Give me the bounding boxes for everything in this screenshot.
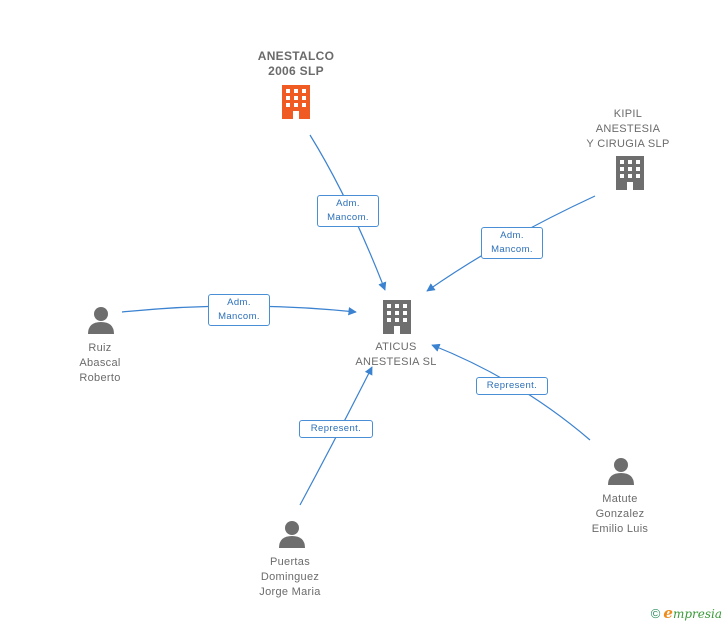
building-icon bbox=[282, 85, 310, 119]
node-label-anestalco: ANESTALCO 2006 SLP bbox=[257, 49, 335, 78]
building-icon bbox=[616, 156, 644, 190]
node-label-matute: Matute Gonzalez Emilio Luis bbox=[591, 493, 649, 535]
edge-label-matute[interactable]: Represent. bbox=[476, 377, 548, 395]
person-icon bbox=[279, 521, 305, 548]
empresia-logo: empresia bbox=[663, 604, 722, 622]
brand-footer: © empresia bbox=[651, 604, 722, 622]
node-label-kipil: KIPIL ANESTESIA Y CIRUGIA SLP bbox=[586, 108, 670, 150]
edge-label-anestalco[interactable]: Adm. Mancom. bbox=[317, 195, 379, 227]
building-icon bbox=[383, 300, 411, 334]
edge-label-ruiz[interactable]: Adm. Mancom. bbox=[208, 294, 270, 326]
person-icon bbox=[88, 307, 114, 334]
edge-label-puertas[interactable]: Represent. bbox=[299, 420, 373, 438]
edge-label-kipil[interactable]: Adm. Mancom. bbox=[481, 227, 543, 259]
node-label-ruiz: Ruiz Abascal Roberto bbox=[79, 342, 121, 384]
node-label-center: ATICUS ANESTESIA SL bbox=[355, 341, 437, 368]
person-icon bbox=[608, 458, 634, 485]
copyright-symbol: © bbox=[650, 605, 661, 621]
node-label-puertas: Puertas Dominguez Jorge Maria bbox=[259, 556, 321, 598]
